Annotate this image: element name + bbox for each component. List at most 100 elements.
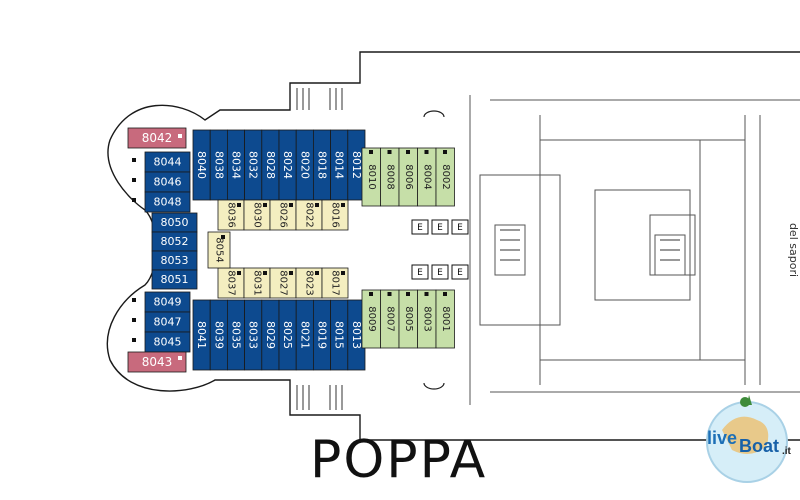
cabin-number: 8019	[316, 321, 329, 349]
logo-live-text: live	[707, 428, 738, 448]
cabin-8049[interactable]: 8049	[132, 291, 191, 313]
cabin-number: 8039	[212, 321, 225, 349]
cabin-8039[interactable]: 8039	[209, 299, 228, 371]
cabin-number: 8031	[252, 270, 263, 295]
cabin-8019[interactable]: 8019	[312, 299, 331, 371]
cabin-8033[interactable]: 8033	[244, 299, 263, 371]
cabin-8044[interactable]: 8044	[132, 151, 191, 173]
cabin-8017[interactable]: 8017	[321, 267, 349, 299]
svg-text:E: E	[457, 223, 463, 233]
cabin-number: 8053	[161, 254, 189, 267]
cabin-number: 8024	[281, 151, 294, 179]
cabin-8037[interactable]: 8037	[217, 267, 245, 299]
cabin-number: 8020	[298, 151, 311, 179]
bed-marker-icon	[263, 203, 267, 207]
bed-marker-icon	[178, 356, 182, 360]
cabin-8046[interactable]: 8046	[132, 171, 191, 193]
cabin-8024[interactable]: 8024	[278, 129, 297, 201]
deck-section-title: POPPA	[310, 430, 488, 490]
cabin-8016[interactable]: 8016	[321, 199, 349, 231]
cabin-8045[interactable]: 8045	[132, 331, 191, 353]
cabin-8012[interactable]: 8012	[347, 129, 366, 201]
svg-text:E: E	[437, 223, 443, 233]
cabin-8040[interactable]: 8040	[192, 129, 211, 201]
bed-marker-icon	[341, 271, 345, 275]
cabin-8001[interactable]: 8001	[435, 289, 455, 349]
cabin-number: 8006	[403, 164, 414, 189]
cabin-8051[interactable]: 8051	[151, 269, 198, 290]
cabin-number: 8036	[226, 202, 237, 227]
cabin-number: 8038	[212, 151, 225, 179]
bed-marker-icon	[424, 150, 429, 154]
cabin-number: 8051	[161, 273, 189, 286]
cabin-8050[interactable]: 8050	[151, 212, 198, 233]
cabin-8026[interactable]: 8026	[269, 199, 297, 231]
bed-marker-icon	[424, 292, 429, 296]
bed-marker-icon	[369, 150, 373, 154]
cabin-number: 8001	[440, 306, 451, 331]
cabin-number: 8034	[230, 151, 243, 179]
cabin-8027[interactable]: 8027	[269, 267, 297, 299]
cabin-8005[interactable]: 8005	[398, 289, 418, 349]
cabin-8030[interactable]: 8030	[243, 199, 271, 231]
cabin-8029[interactable]: 8029	[261, 299, 280, 371]
cabin-8014[interactable]: 8014	[330, 129, 349, 201]
cabin-8028[interactable]: 8028	[261, 129, 280, 201]
elevator-icon: E	[411, 264, 429, 280]
cabin-8008[interactable]: 8008	[380, 147, 400, 207]
cabin-8034[interactable]: 8034	[226, 129, 245, 201]
bed-marker-icon	[178, 134, 182, 138]
bed-marker-icon	[406, 292, 410, 296]
cabin-number: 8022	[304, 202, 315, 227]
bed-marker-icon	[289, 271, 293, 275]
bed-marker-icon	[132, 318, 136, 322]
cabin-8015[interactable]: 8015	[330, 299, 349, 371]
cabin-8010[interactable]: 8010	[361, 147, 381, 207]
cabin-8006[interactable]: 8006	[398, 147, 418, 207]
cabin-8032[interactable]: 8032	[244, 129, 263, 201]
cabin-8022[interactable]: 8022	[295, 199, 323, 231]
cabin-8038[interactable]: 8038	[209, 129, 228, 201]
cabin-number: 8013	[350, 321, 363, 349]
cabin-8035[interactable]: 8035	[226, 299, 245, 371]
bed-marker-icon	[369, 292, 373, 296]
cabin-8002[interactable]: 8002	[435, 147, 455, 207]
cabin-number: 8035	[230, 321, 243, 349]
cabin-8023[interactable]: 8023	[295, 267, 323, 299]
cabin-8041[interactable]: 8041	[192, 299, 211, 371]
bed-marker-icon	[263, 271, 267, 275]
cabin-box	[127, 351, 187, 373]
cabin-8047[interactable]: 8047	[132, 311, 191, 333]
logo-it-text: .it	[782, 446, 791, 457]
cabin-8009[interactable]: 8009	[361, 289, 381, 349]
cabin-8007[interactable]: 8007	[380, 289, 400, 349]
bed-marker-icon	[237, 271, 241, 275]
logo-boat-text: Boat	[739, 436, 779, 456]
cabin-8003[interactable]: 8003	[417, 289, 437, 349]
cabin-8004[interactable]: 8004	[417, 147, 437, 207]
cabin-8043[interactable]: 8043	[127, 351, 187, 373]
cabin-8042[interactable]: 8042	[127, 127, 187, 149]
cabin-8020[interactable]: 8020	[295, 129, 314, 201]
cabin-8018[interactable]: 8018	[312, 129, 331, 201]
cabin-8053[interactable]: 8053	[151, 250, 198, 271]
cabin-8052[interactable]: 8052	[151, 231, 198, 252]
liveboat-logo: live Boat .it	[697, 390, 797, 490]
bed-marker-icon	[221, 235, 225, 239]
cabin-number: 8010	[366, 164, 377, 189]
bed-marker-icon	[132, 298, 136, 302]
cabin-8013[interactable]: 8013	[347, 299, 366, 371]
bed-marker-icon	[132, 158, 136, 162]
elevator-icon: E	[451, 264, 469, 280]
bed-marker-icon	[132, 338, 136, 342]
cabin-8021[interactable]: 8021	[295, 299, 314, 371]
cabin-8025[interactable]: 8025	[278, 299, 297, 371]
svg-text:E: E	[417, 268, 423, 278]
cabin-8048[interactable]: 8048	[132, 191, 191, 213]
cabin-number: 8025	[281, 321, 294, 349]
cabin-8054[interactable]: 8054	[207, 231, 231, 269]
cabin-box	[435, 147, 455, 207]
bed-marker-icon	[387, 150, 392, 154]
cabin-8031[interactable]: 8031	[243, 267, 271, 299]
cabin-8036[interactable]: 8036	[217, 199, 245, 231]
